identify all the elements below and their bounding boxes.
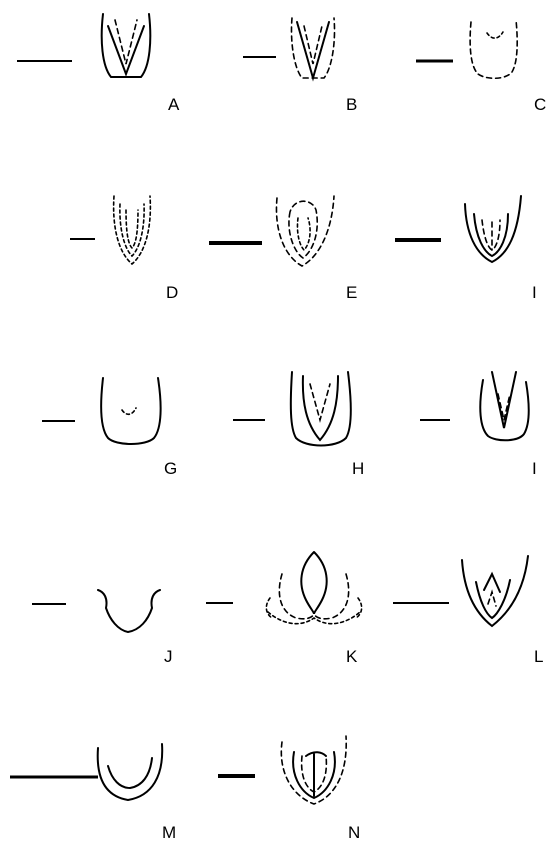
panel-c: C	[416, 19, 546, 114]
panel-label: E	[346, 283, 357, 302]
panel-label: N	[348, 823, 360, 842]
double-u-outline-icon	[96, 743, 164, 802]
panel-label: C	[534, 95, 546, 114]
panel-label: L	[534, 647, 543, 666]
dashed-cup-outline-icon	[469, 19, 518, 80]
panel-label: K	[346, 647, 358, 666]
dotted-nested-outline-icon	[112, 195, 152, 266]
panel-n: N	[218, 735, 360, 842]
lobed-flame-outline-icon	[265, 551, 363, 625]
box-u-outline-icon	[289, 371, 352, 447]
trident-u-outline-icon	[479, 371, 530, 442]
panel-label: M	[162, 823, 176, 842]
chevron-outline-icon	[100, 13, 152, 78]
panel-label: J	[164, 647, 173, 666]
panel-j: J	[32, 589, 173, 666]
nested-v-outline-icon	[464, 195, 522, 264]
panel-d: D	[70, 195, 178, 302]
panel-a: A	[17, 13, 180, 114]
panel-m: M	[10, 743, 176, 842]
panel-h: H	[233, 371, 364, 478]
narrow-chevron-outline-icon	[290, 17, 336, 82]
spiky-v-outline-icon	[461, 555, 529, 628]
panel-label: I	[532, 283, 537, 302]
panel-f: I	[395, 195, 537, 302]
panel-label: D	[166, 283, 178, 302]
panel-k: K	[206, 551, 363, 666]
panel-label: G	[164, 459, 177, 478]
panel-g: G	[42, 377, 177, 478]
panel-i: I	[420, 371, 537, 478]
panel-label: A	[168, 95, 180, 114]
panel-label: I	[532, 459, 537, 478]
dashed-teardrop-outline-icon	[275, 195, 335, 267]
panel-b: B	[243, 17, 357, 114]
panel-l: L	[393, 555, 543, 666]
panel-label: B	[346, 95, 357, 114]
notched-v-outline-icon	[97, 589, 161, 634]
u-cup-outline-icon	[100, 377, 162, 445]
panel-label: H	[352, 459, 364, 478]
dashed-nested-v-outline-icon	[280, 735, 347, 805]
panel-e: E	[209, 195, 357, 302]
